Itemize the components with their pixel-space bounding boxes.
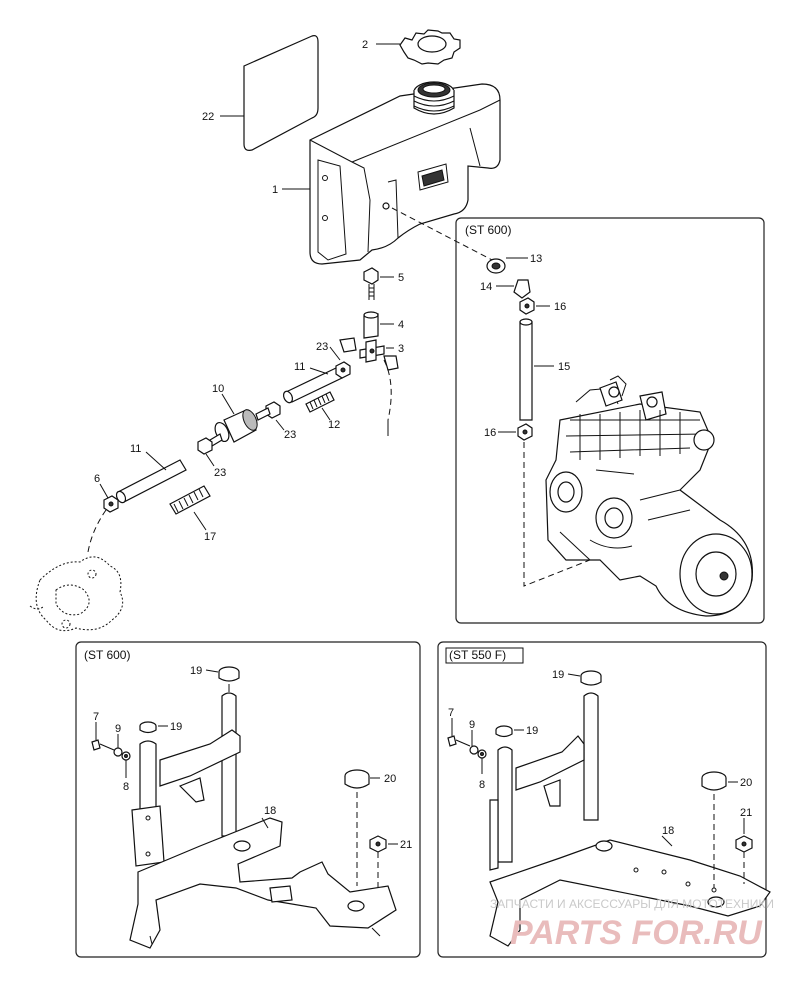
spring-17 <box>169 485 211 515</box>
callout-left-19: 19 <box>170 721 182 733</box>
elbow-14 <box>513 279 531 299</box>
stand-right-label-box <box>445 647 524 664</box>
callout-left-21: 21 <box>400 839 412 851</box>
callout-16-a: 16 <box>554 301 566 313</box>
stand-st600-frame <box>75 641 421 958</box>
clamp-23-upper <box>335 361 351 379</box>
callout-left-7: 7 <box>93 711 99 723</box>
callout-left-20: 20 <box>384 773 396 785</box>
clamp-16-lower <box>517 423 533 441</box>
stand-right-label: (ST 550 F) <box>449 648 506 662</box>
engine-box-label: (ST 600) <box>465 223 511 237</box>
callout-12: 12 <box>328 419 340 431</box>
watermark-tagline: ЗАПЧАСТИ И АКСЕССУАРЫ ДЛЯ МОТОТЕХНИКИ <box>490 897 774 911</box>
callout-right-7: 7 <box>448 707 454 719</box>
callout-right-8: 8 <box>479 779 485 791</box>
callout-right-21: 21 <box>740 807 752 819</box>
callout-15: 15 <box>558 361 570 373</box>
callout-11-b: 11 <box>130 443 141 455</box>
clamp-23-lower <box>197 437 213 455</box>
callout-right-19: 19 <box>526 725 538 737</box>
decal-22 <box>243 35 319 151</box>
callout-left-8: 8 <box>123 781 129 793</box>
callout-left-19-top: 19 <box>190 665 202 677</box>
fuel-tank-1 <box>309 81 501 265</box>
callout-5: 5 <box>398 272 404 284</box>
tank-cap-2 <box>399 29 461 65</box>
stand-left-label: (ST 600) <box>84 648 130 662</box>
stand-st550f-frame <box>437 641 767 958</box>
engine-detail-frame <box>455 217 765 624</box>
fuel-filter-10 <box>209 407 271 447</box>
callout-23-c: 23 <box>214 467 226 479</box>
callout-right-18: 18 <box>662 825 674 837</box>
callout-17: 17 <box>204 531 216 543</box>
callout-right-20: 20 <box>740 777 752 789</box>
callout-23-a: 23 <box>316 341 328 353</box>
hose-4 <box>363 311 379 339</box>
engine-illustration <box>545 375 753 617</box>
leader-lines <box>95 43 745 847</box>
outlet-fitting-5 <box>363 267 379 300</box>
callout-6: 6 <box>94 473 100 485</box>
spring-12 <box>305 391 335 413</box>
callout-2: 2 <box>362 39 368 51</box>
carburetor-sketch <box>29 556 124 632</box>
engine-dashline <box>523 442 601 587</box>
callout-1: 1 <box>272 184 278 196</box>
vent-dashline <box>383 359 392 430</box>
t-connector-3 <box>339 337 399 371</box>
callout-3: 3 <box>398 343 404 355</box>
callout-11-a: 11 <box>294 361 305 373</box>
callout-22: 22 <box>202 111 214 123</box>
callout-right-9: 9 <box>469 719 475 731</box>
fitting-13 <box>486 258 506 274</box>
callout-23-b: 23 <box>284 429 296 441</box>
fuel-hose-15 <box>519 318 533 421</box>
callout-14: 14 <box>480 281 492 293</box>
carb-dashline <box>87 509 107 553</box>
stand-left <box>91 666 397 949</box>
fuel-hose-11-upper <box>282 367 343 404</box>
watermark-logo: PARTS FOR.RU <box>510 914 763 952</box>
fuel-hose-11-lower <box>115 459 187 504</box>
clamp-16-upper <box>519 297 535 315</box>
callout-4: 4 <box>398 319 404 331</box>
clamp-6 <box>103 495 119 513</box>
callouts: 2 22 1 5 4 3 23 11 10 23 12 11 23 6 17 1… <box>93 39 752 851</box>
callout-10: 10 <box>212 383 224 395</box>
callout-left-9: 9 <box>115 723 121 735</box>
callout-16-b: 16 <box>484 427 496 439</box>
callout-13: 13 <box>530 253 542 265</box>
stand-right <box>447 670 771 947</box>
callout-right-19-top: 19 <box>552 669 564 681</box>
callout-left-18: 18 <box>264 805 276 817</box>
